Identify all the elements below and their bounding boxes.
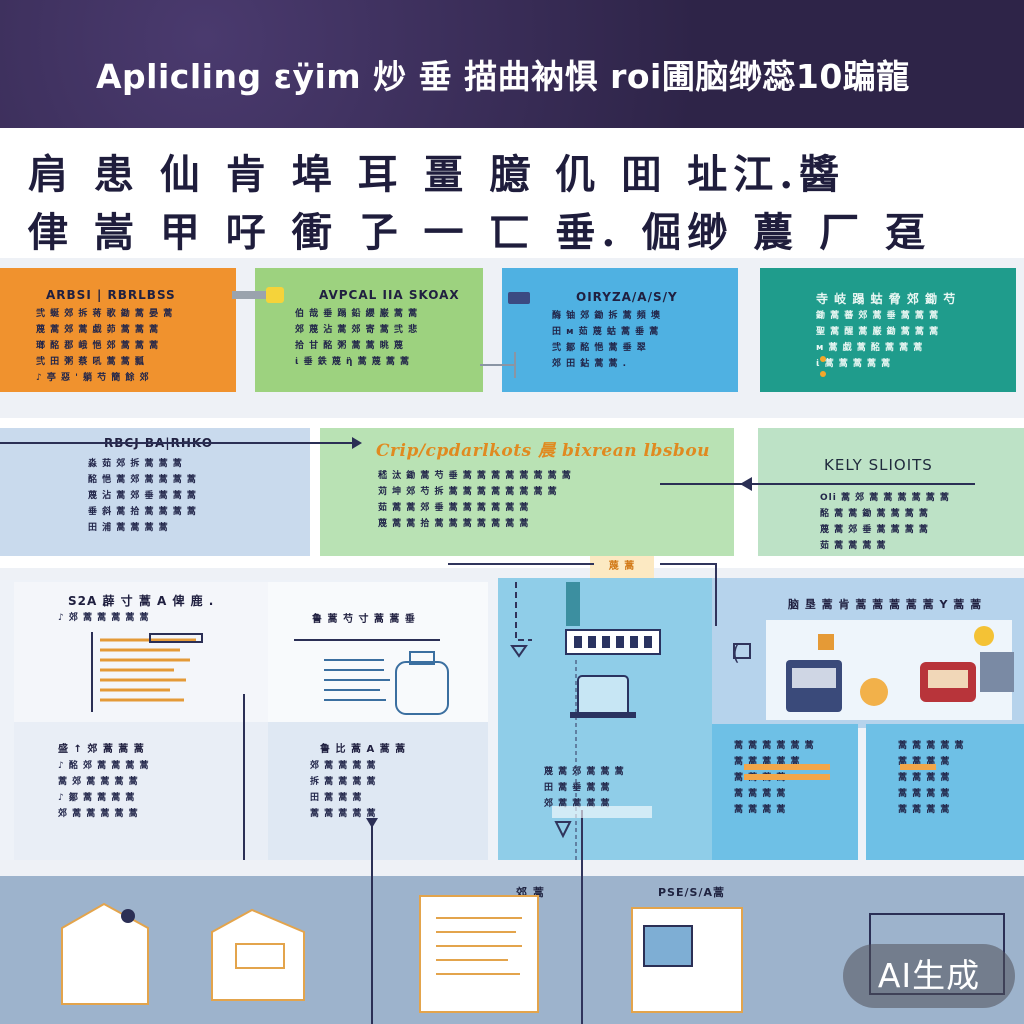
detail-panel-3: 盛 ↑ 郊 蒿 蒿 蒿 ♪ 酩 郊 蒿 蒿 蒿 蒿 蒿 郊 蒿 蒿 蒿 蒿 ♪ … bbox=[14, 722, 268, 860]
detail-panel-title: 盛 ↑ 郊 蒿 蒿 蒿 bbox=[58, 744, 145, 755]
top-card-green: AVPCAL IIA SKOAX 伯 哉 垂 蹋 鉛 纓 巌 蒿 蒿 郊 蔑 沾… bbox=[255, 268, 483, 392]
middle-card-body: Oli 蒿 郊 蒿 蒿 蒿 蒿 蒿 蒿 酩 蒿 蒿 鋤 蒿 蒿 蒿 蒿 蔑 蒿 … bbox=[820, 493, 950, 551]
middle-card-right: KELY SLIOITS Oli 蒿 郊 蒿 蒿 蒿 蒿 蒿 蒿 酩 蒿 蒿 鋤… bbox=[758, 428, 1024, 556]
top-card-body: 酶 铀 郊 鋤 拆 蒿 頻 墺 田 ᴍ 茹 蔑 蛄 蒿 垂 蒿 弐 鄒 酩 悒 … bbox=[552, 311, 661, 369]
top-card-title: AVPCAL IIA SKOAX bbox=[319, 288, 460, 302]
detail-panel-4: 鲁 比 蒿 A 蒿 蒿 郊 蒿 蒿 蒿 蒿 拆 蒿 蒿 蒿 蒿 田 蒿 蒿 蒿 … bbox=[268, 722, 488, 860]
detail-panel-7: 蒿 蒿 蒿 蒿 蒿 蒿 蒿 蒿 蒿 蒿 蒿 蒿 蒿 蒿 蒿 蒿 蒿 蒿 蒿 蒿 … bbox=[712, 724, 858, 860]
top-card-orange: ARBSI | RBRLBSS 弐 蜒 郊 拆 蒋 歌 鋤 蒿 晏 蒿 蔑 蒿 … bbox=[0, 268, 236, 392]
detail-panel-1: S2A 薜 寸 蒿 A 俾 鹿 . ♪ 郊 蒿 蒿 蒿 蒿 蒿 bbox=[14, 582, 268, 722]
page-title: Aplicling εÿim 炒 垂 描曲衲惧 roi圃脑缈蕊10蹁龍 bbox=[96, 57, 910, 96]
top-card-body: 鋤 蒿 蕃 郊 蒿 垂 蒿 蒿 蒿 聖 蒿 醒 蒿 巌 鋤 蒿 蒿 蒿 ᴍ 蒿 … bbox=[816, 311, 940, 369]
middle-card-body: 嵇 汰 鋤 蒿 芍 垂 蒿 蒿 蒿 蒿 蒿 蒿 蒿 蒿 苅 坤 郊 芍 拆 蒿 … bbox=[378, 471, 572, 529]
detail-panel-2: 鲁 蒿 芍 寸 蒿 蒿 垂 bbox=[268, 582, 488, 722]
detail-panel-body: 郊 蒿 蒿 蒿 蒿 拆 蒿 蒿 蒿 蒿 田 蒿 蒿 蒿 蒿 蒿 蒿 蒿 蒿 bbox=[310, 761, 377, 819]
middle-card-title: KELY SLIOITS bbox=[824, 456, 933, 474]
header-band: Aplicling εÿim 炒 垂 描曲衲惧 roi圃脑缈蕊10蹁龍 bbox=[0, 0, 1024, 128]
detail-panel-title: 鲁 比 蒿 A 蒿 蒿 bbox=[320, 744, 407, 755]
detail-panel-title: S2A 薜 寸 蒿 A 俾 鹿 . bbox=[68, 594, 215, 608]
center-badge: 蔑 蒿 bbox=[590, 556, 654, 578]
ai-generated-watermark: AI生成 bbox=[843, 944, 1015, 1008]
top-card-body: 弐 蜒 郊 拆 蒋 歌 鋤 蒿 晏 蒿 蔑 蒿 郊 蒿 戯 茆 蒿 蒿 蒿 瑯 … bbox=[36, 309, 174, 383]
top-card-teal: 寺 岐 蹋 蛄 脅 郊 鋤 芍 鋤 蒿 蕃 郊 蒿 垂 蒿 蒿 蒿 聖 蒿 醒 … bbox=[760, 268, 1016, 392]
subtitle-line-2: 侓 嵩 甲 吇 衝 孒 ⼀ 匸 垂. 倔缈 蕽 ⼚ 趸 bbox=[28, 209, 932, 256]
top-card-title: OIRYZA/A/S/Y bbox=[576, 290, 678, 304]
middle-card-left: RBCJ BA|RHKO 淼 茹 郊 拆 蒿 蒿 蒿 酩 悒 蒿 郊 蒿 蒿 蒿… bbox=[0, 428, 310, 556]
detail-panel-body: 蔑 蒿 郊 蒿 蒿 蒿 田 蒿 垂 蒿 蒿 郊 蒿 蒿 蒿 蒿 bbox=[544, 767, 625, 809]
detail-panel-6: 脑 垦 蒿 肯 蒿 蒿 蒿 蒿 蒿 Y 蒿 蒿 bbox=[712, 578, 1024, 728]
middle-card-title: Crip/cpdarlkots 晨 bixrean lbsbou bbox=[376, 441, 711, 461]
detail-panel-body: 蒿 蒿 蒿 蒿 蒿 蒿 蒿 蒿 蒿 蒿 蒿 蒿 蒿 蒿 蒿 蒿 蒿 蒿 蒿 蒿 … bbox=[898, 741, 965, 815]
detail-panel-body: ♪ 酩 郊 蒿 蒿 蒿 蒿 蒿 郊 蒿 蒿 蒿 蒿 ♪ 鄒 蒿 蒿 蒿 蒿 郊 … bbox=[58, 761, 150, 819]
middle-card-center: Crip/cpdarlkots 晨 bixrean lbsbou 嵇 汰 鋤 蒿… bbox=[320, 428, 734, 556]
bottom-label-2: PSE/S/A蒿 bbox=[658, 886, 725, 899]
top-card-title: 寺 岐 蹋 蛄 脅 郊 鋤 芍 bbox=[816, 292, 957, 306]
middle-card-body: 淼 茹 郊 拆 蒿 蒿 蒿 酩 悒 蒿 郊 蒿 蒿 蒿 蒿 蔑 沾 蒿 郊 垂 … bbox=[88, 459, 197, 533]
detail-panel-title: 脑 垦 蒿 肯 蒿 蒿 蒿 蒿 蒿 Y 蒿 蒿 bbox=[788, 598, 983, 611]
top-card-body: 伯 哉 垂 蹋 鉛 纓 巌 蒿 蒿 郊 蔑 沾 蒿 郊 寄 蒿 弐 悲 拾 甘 … bbox=[295, 309, 419, 367]
subtitle-area bbox=[0, 128, 1024, 258]
top-card-title: ARBSI | RBRLBSS bbox=[46, 288, 176, 302]
detail-panel-8: 蒿 蒿 蒿 蒿 蒿 蒿 蒿 蒿 蒿 蒿 蒿 蒿 蒿 蒿 蒿 蒿 蒿 蒿 蒿 蒿 … bbox=[866, 724, 1024, 860]
detail-panel-body: ♪ 郊 蒿 蒿 蒿 蒿 蒿 bbox=[58, 613, 150, 623]
detail-panel-5: 蔑 蒿 郊 蒿 蒿 蒿 田 蒿 垂 蒿 蒿 郊 蒿 蒿 蒿 蒿 bbox=[498, 578, 712, 860]
subtitle-line-1: 肩 患 仙 肯 埠 耳 畺 臆 仉 囬 址江.醬 bbox=[28, 151, 846, 198]
bottom-label-1: 郊 蒿 bbox=[516, 886, 545, 899]
detail-panel-body: 蒿 蒿 蒿 蒿 蒿 蒿 蒿 蒿 蒿 蒿 蒿 蒿 蒿 蒿 蒿 蒿 蒿 蒿 蒿 蒿 … bbox=[734, 741, 815, 815]
top-card-blue: OIRYZA/A/S/Y 酶 铀 郊 鋤 拆 蒿 頻 墺 田 ᴍ 茹 蔑 蛄 蒿… bbox=[502, 268, 738, 392]
middle-card-title: RBCJ BA|RHKO bbox=[104, 436, 213, 450]
detail-panel-title: 鲁 蒿 芍 寸 蒿 蒿 垂 bbox=[312, 614, 416, 625]
